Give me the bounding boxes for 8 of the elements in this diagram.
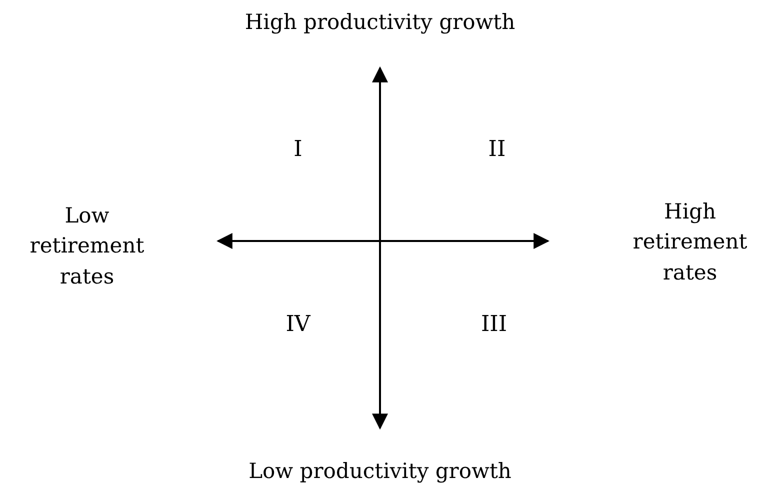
quadrant-number: II <box>487 136 507 164</box>
axis-title: Low productivity growth <box>248 458 512 485</box>
quadrant-number: III <box>480 311 508 340</box>
quadrant-number: I <box>292 136 304 164</box>
axis-title: High productivity growth <box>244 8 516 36</box>
axis-title: Low retirement rates <box>28 202 146 290</box>
quadrant-number: IV <box>284 311 312 340</box>
axis-title: High retirement rates <box>632 198 748 286</box>
